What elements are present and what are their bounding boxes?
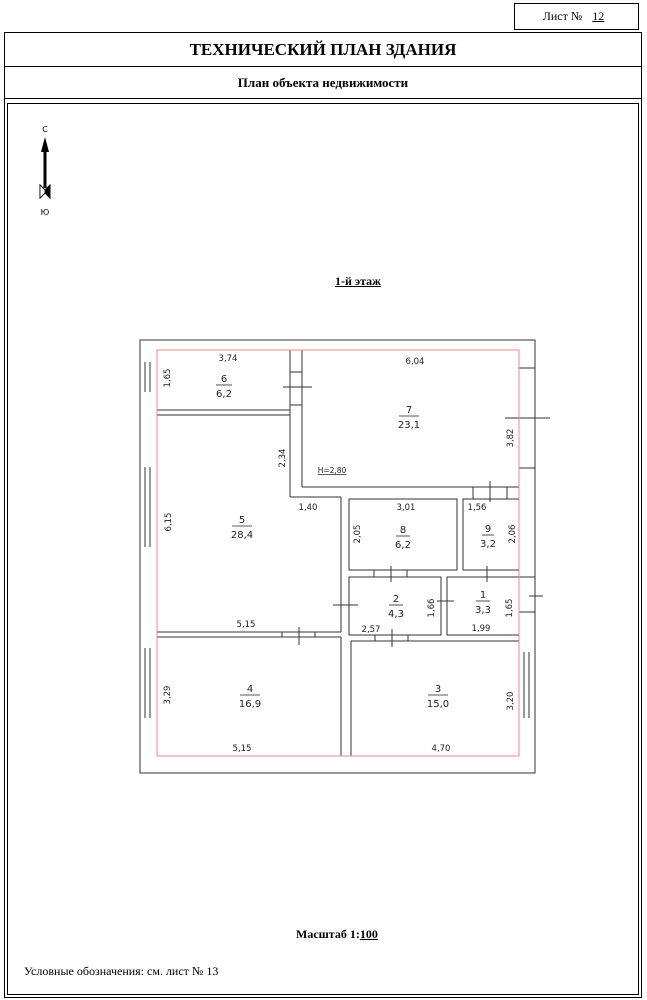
dim-r3-width: 4,70 — [432, 744, 451, 754]
dim-r2-height: 1,66 — [427, 599, 437, 618]
dim-r9-width: 1,56 — [468, 503, 487, 513]
scale-label: Масштаб 1:100 — [296, 927, 378, 942]
room-9-number: 9 — [485, 524, 491, 535]
legend-note: Условные обозначения: см. лист № 13 — [24, 964, 219, 978]
sheet-number-box: Лист № 12 — [514, 3, 639, 30]
dim-r5-height: 6,15 — [164, 513, 174, 532]
room-1-area: 3,3 — [475, 605, 491, 616]
dim-r6-height: 1,65 — [163, 369, 173, 388]
ceiling-height: H=2,80 — [318, 466, 347, 475]
room-6-area: 6,2 — [216, 389, 232, 400]
scale-value: 100 — [359, 927, 378, 941]
scale-prefix: Масштаб 1: — [296, 927, 360, 941]
drawing-area — [7, 103, 639, 995]
dim-r7-height: 3,82 — [506, 429, 516, 448]
room-8-number: 8 — [400, 525, 406, 536]
dim-r7-width: 6,04 — [406, 357, 425, 367]
window-marks — [144, 362, 535, 718]
dim-r8-height: 2,05 — [353, 525, 363, 544]
dim-r5-step: 2,34 — [278, 449, 288, 468]
document-title: ТЕХНИЧЕСКИЙ ПЛАН ЗДАНИЯ — [5, 33, 641, 67]
room-labels: 6 6,2 7 23,1 5 28,4 8 6,2 9 3,2 2 4,3 1 … — [163, 354, 518, 754]
room-2-number: 2 — [393, 594, 399, 605]
room-4-number: 4 — [247, 684, 253, 695]
area-boundary — [156, 349, 520, 757]
room-6-number: 6 — [221, 374, 227, 385]
room-3-area: 15,0 — [427, 699, 449, 710]
room-7-area: 23,1 — [398, 420, 420, 431]
walls — [139, 339, 550, 774]
dim-r8-width: 3,01 — [397, 503, 416, 513]
document-frame: ТЕХНИЧЕСКИЙ ПЛАН ЗДАНИЯ План объекта нед… — [4, 32, 642, 998]
dim-r4-height: 3,29 — [163, 686, 173, 705]
dim-r5-width: 5,15 — [237, 620, 256, 630]
dim-r1-width: 1,99 — [472, 624, 491, 634]
room-9-area: 3,2 — [480, 539, 496, 550]
room-2-area: 4,3 — [388, 609, 404, 620]
room-5-area: 28,4 — [231, 530, 253, 541]
dim-r4-width: 5,15 — [233, 744, 252, 754]
dim-r1-height: 1,65 — [505, 599, 515, 618]
dim-r9-height: 2,06 — [508, 525, 518, 544]
room-8-area: 6,2 — [395, 540, 411, 551]
dim-r5-notch: 1,40 — [299, 503, 318, 513]
north-arrow-icon: С Ю — [39, 125, 51, 217]
compass-north: С — [42, 125, 48, 134]
document-subtitle: План объекта недвижимости — [5, 67, 641, 99]
room-5-number: 5 — [239, 515, 245, 526]
floor-label: 1-й этаж — [335, 274, 381, 288]
room-7-number: 7 — [406, 405, 412, 416]
sheet-number: 12 — [592, 9, 605, 23]
sheet-label: Лист № — [542, 9, 583, 23]
compass-south: Ю — [41, 208, 50, 217]
dim-r3-height: 3,20 — [506, 692, 516, 711]
room-1-number: 1 — [480, 590, 486, 601]
door-marks — [281, 386, 550, 647]
room-3-number: 3 — [435, 684, 441, 695]
dim-r2-width: 2,57 — [362, 625, 381, 635]
room-4-area: 16,9 — [239, 699, 261, 710]
dim-r6-width: 3,74 — [219, 354, 238, 364]
